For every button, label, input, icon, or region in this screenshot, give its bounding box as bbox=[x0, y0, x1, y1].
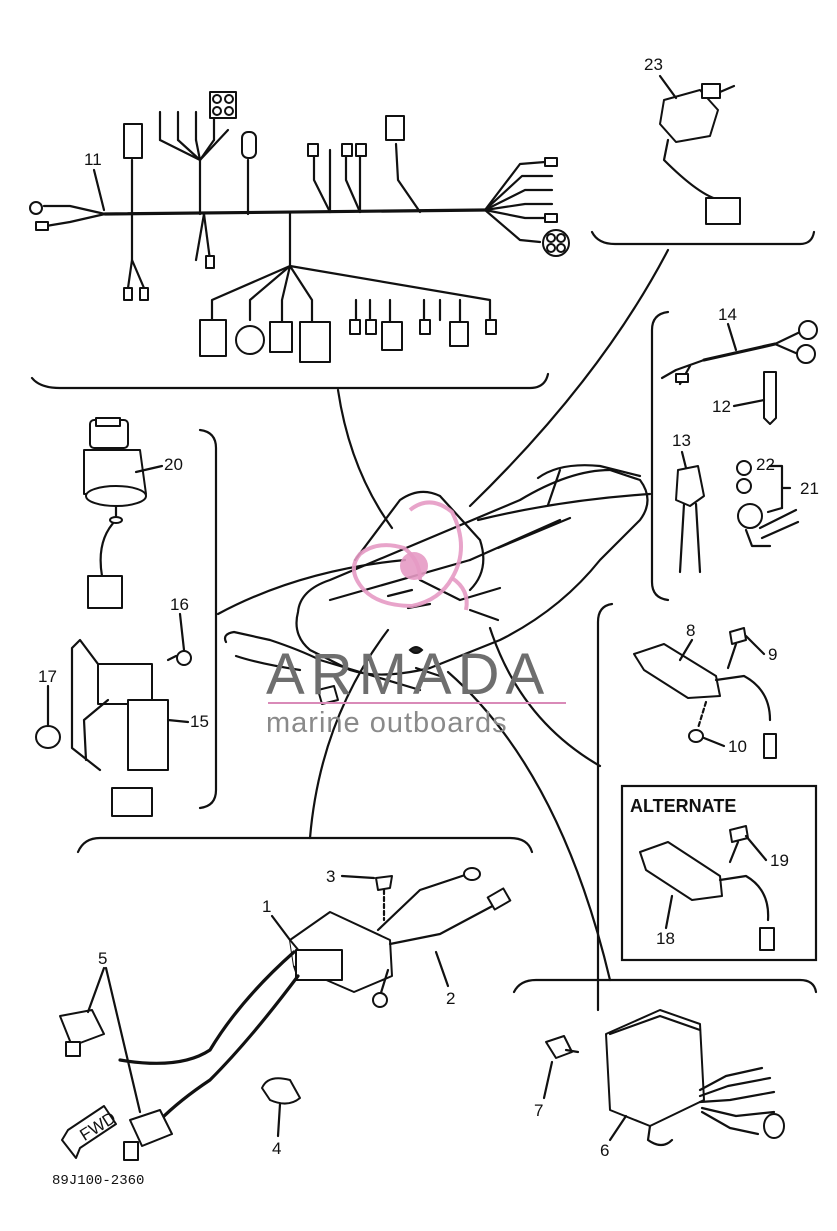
callout-9: 9 bbox=[768, 645, 777, 664]
callout-10: 10 bbox=[728, 737, 747, 756]
callout-22: 22 bbox=[756, 455, 775, 474]
callout-11: 11 bbox=[84, 150, 102, 169]
callout-16: 16 bbox=[170, 595, 189, 614]
parts-12-14-21-22 bbox=[660, 320, 818, 574]
watermark-brand: ARMADA bbox=[266, 642, 550, 707]
alternate-label: ALTERNATE bbox=[630, 796, 736, 816]
parts-8-9-10 bbox=[633, 627, 777, 759]
callout-23: 23 bbox=[644, 55, 663, 74]
leader-lines bbox=[216, 248, 670, 982]
parts-1-5-ignition-coil bbox=[59, 867, 512, 1161]
callout-12: 12 bbox=[712, 397, 731, 416]
wiring-harness-11 bbox=[29, 91, 570, 363]
alternate-box bbox=[620, 784, 818, 962]
armada-logo bbox=[352, 500, 463, 609]
callout-19: 19 bbox=[770, 851, 789, 870]
callout-4: 4 bbox=[272, 1139, 281, 1158]
part-23-sensor bbox=[659, 83, 741, 225]
callout-2: 2 bbox=[446, 989, 455, 1008]
group-brackets bbox=[30, 230, 818, 1012]
callout-18: 18 bbox=[656, 929, 675, 948]
callout-3: 3 bbox=[326, 867, 335, 886]
callout-17: 17 bbox=[38, 667, 57, 686]
callout-8: 8 bbox=[686, 621, 695, 640]
callout-6: 6 bbox=[600, 1141, 609, 1160]
parts-6-7-cdi-unit bbox=[545, 1009, 785, 1147]
callout-numbers: 1 2 3 4 5 6 7 8 9 10 11 12 13 14 15 16 1… bbox=[38, 55, 819, 1160]
callout-13: 13 bbox=[672, 431, 691, 450]
diagram-code: 89J100-2360 bbox=[52, 1173, 144, 1189]
watermark-tagline: marine outboards bbox=[266, 707, 508, 739]
callout-21: 21 bbox=[800, 479, 819, 498]
armada-watermark: ARMADA marine outboards bbox=[266, 500, 566, 739]
callout-7: 7 bbox=[534, 1101, 543, 1120]
jet-ski-hull bbox=[223, 464, 649, 705]
parts-15-16-17-20 bbox=[35, 417, 192, 817]
callout-20: 20 bbox=[164, 455, 183, 474]
callout-15: 15 bbox=[190, 712, 209, 731]
callout-14: 14 bbox=[718, 305, 737, 324]
callout-1: 1 bbox=[262, 897, 271, 916]
callout-5: 5 bbox=[98, 949, 107, 968]
